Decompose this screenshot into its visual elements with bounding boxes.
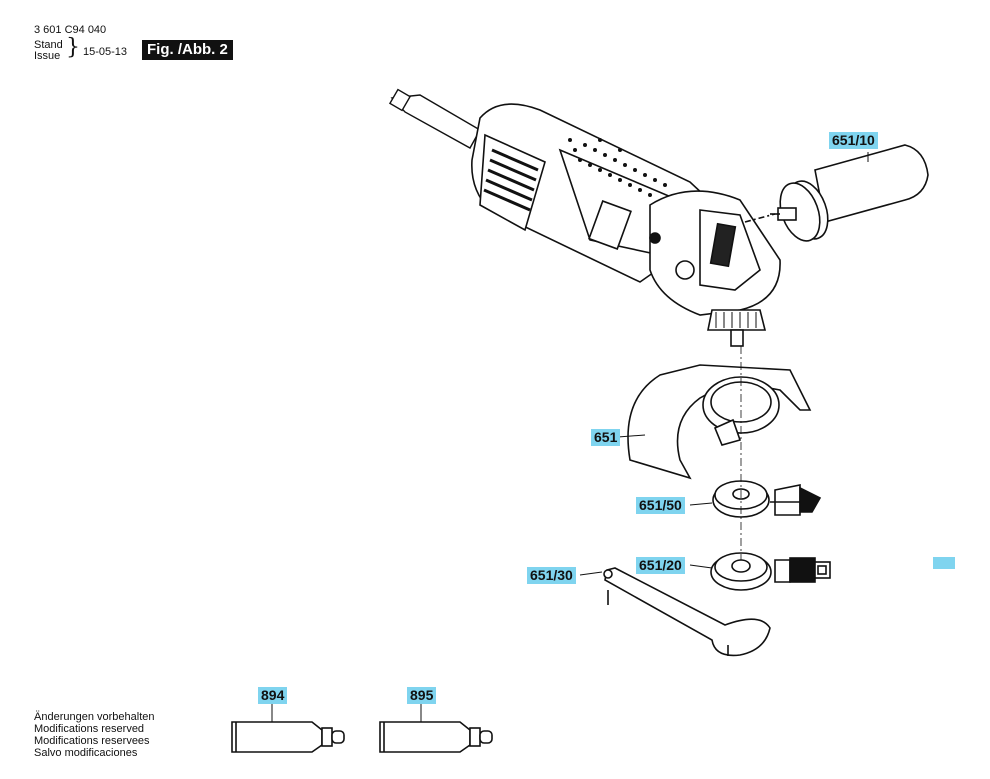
grease-tube-894: [231, 721, 345, 753]
issue-label: Issue: [34, 50, 61, 62]
callout-grease-895: 895: [407, 687, 437, 704]
issue-date: 15-05-13: [83, 46, 128, 58]
figure-label: Fig. /Abb. 2: [142, 40, 233, 60]
wheel-guard: [627, 364, 812, 480]
callout-spanner: 651/30: [527, 567, 576, 584]
callout-mounting-flange: 651/20: [636, 557, 685, 574]
document-number: 3 601 C94 040: [34, 24, 107, 36]
note-line: Modifications reserved: [34, 723, 145, 735]
gear-head: [649, 190, 781, 347]
mounting-flange: [710, 552, 831, 591]
stand-label: Stand: [34, 39, 63, 51]
clamping-nut: [712, 480, 822, 518]
leader-lines: [271, 152, 869, 722]
page-tab-marker: [933, 557, 955, 569]
grease-tube-895: [379, 721, 493, 753]
auxiliary-handle: [744, 144, 929, 242]
note-line: Modifications reservees: [34, 735, 150, 747]
callout-clamping-nut: 651/50: [636, 497, 685, 514]
note-line: Salvo modificaciones: [34, 747, 138, 759]
stand-issue-labels: Stand Issue: [34, 40, 63, 62]
brace-glyph: }: [66, 35, 80, 60]
two-pin-spanner: [603, 567, 771, 657]
power-cable: [388, 88, 481, 149]
callout-auxiliary-handle: 651/10: [829, 132, 878, 149]
callout-guard: 651: [591, 429, 621, 446]
note-line: Änderungen vorbehalten: [34, 711, 155, 723]
callout-grease-894: 894: [258, 687, 288, 704]
modification-notes: Änderungen vorbehalten Modifications res…: [34, 711, 154, 759]
